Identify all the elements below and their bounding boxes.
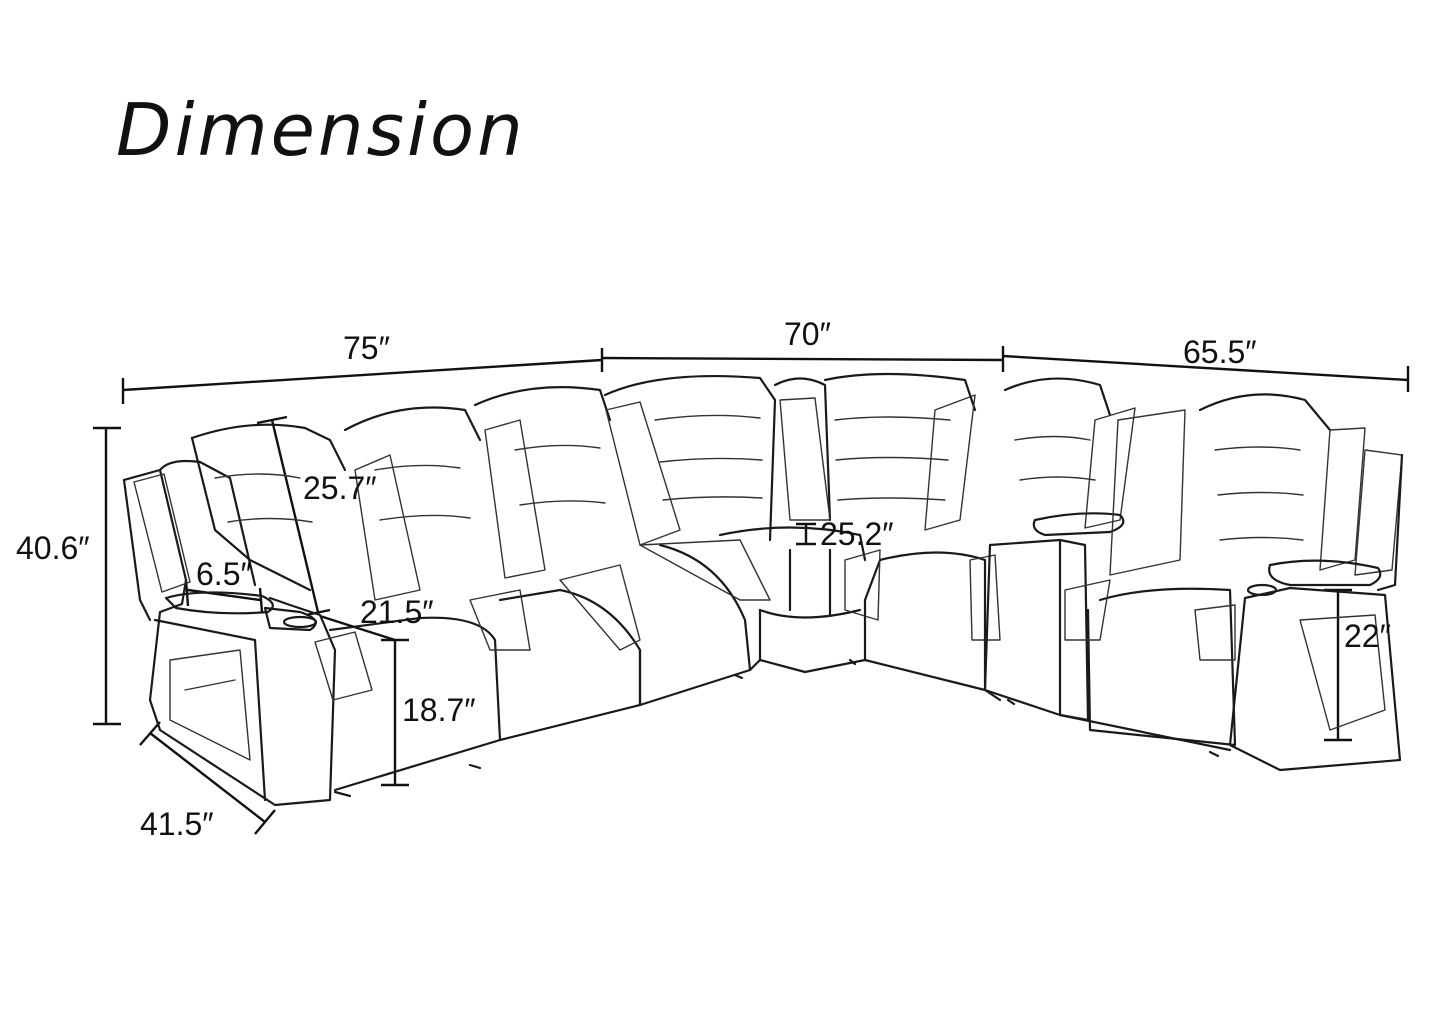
page-title: Dimension: [116, 88, 526, 172]
dimension-line-seat-depth: [319, 614, 396, 642]
label-depth: 41.5″: [140, 806, 214, 842]
label-corner-depth: 25.2″: [820, 516, 894, 552]
sofa-middle-section: [603, 372, 977, 707]
label-seat-height: 18.7″: [402, 692, 476, 728]
label-seat-depth: 21.5″: [360, 594, 434, 630]
dimension-line-seat-height: [381, 638, 409, 787]
dimension-line-top-right: [1002, 354, 1410, 392]
label-width-right: 65.5″: [1183, 334, 1257, 370]
dimension-line-height-total: [93, 426, 121, 726]
label-width-left: 75″: [343, 330, 390, 366]
dimension-line-top-left: [121, 348, 604, 404]
label-arm-height: 22″: [1344, 618, 1391, 654]
label-back-height: 25.7″: [303, 470, 377, 506]
label-width-middle: 70″: [784, 316, 831, 352]
dimension-line-top-middle: [601, 346, 1005, 372]
dimension-line-back-height: [256, 415, 331, 617]
label-height-total: 40.6″: [16, 530, 90, 566]
sofa-feet: [333, 658, 1220, 798]
sofa-right-section: [844, 377, 1404, 772]
dimension-line-depth: [139, 721, 276, 835]
dimension-line-arm-height: [1324, 588, 1352, 742]
label-arm-width: 6.5″: [196, 556, 252, 592]
